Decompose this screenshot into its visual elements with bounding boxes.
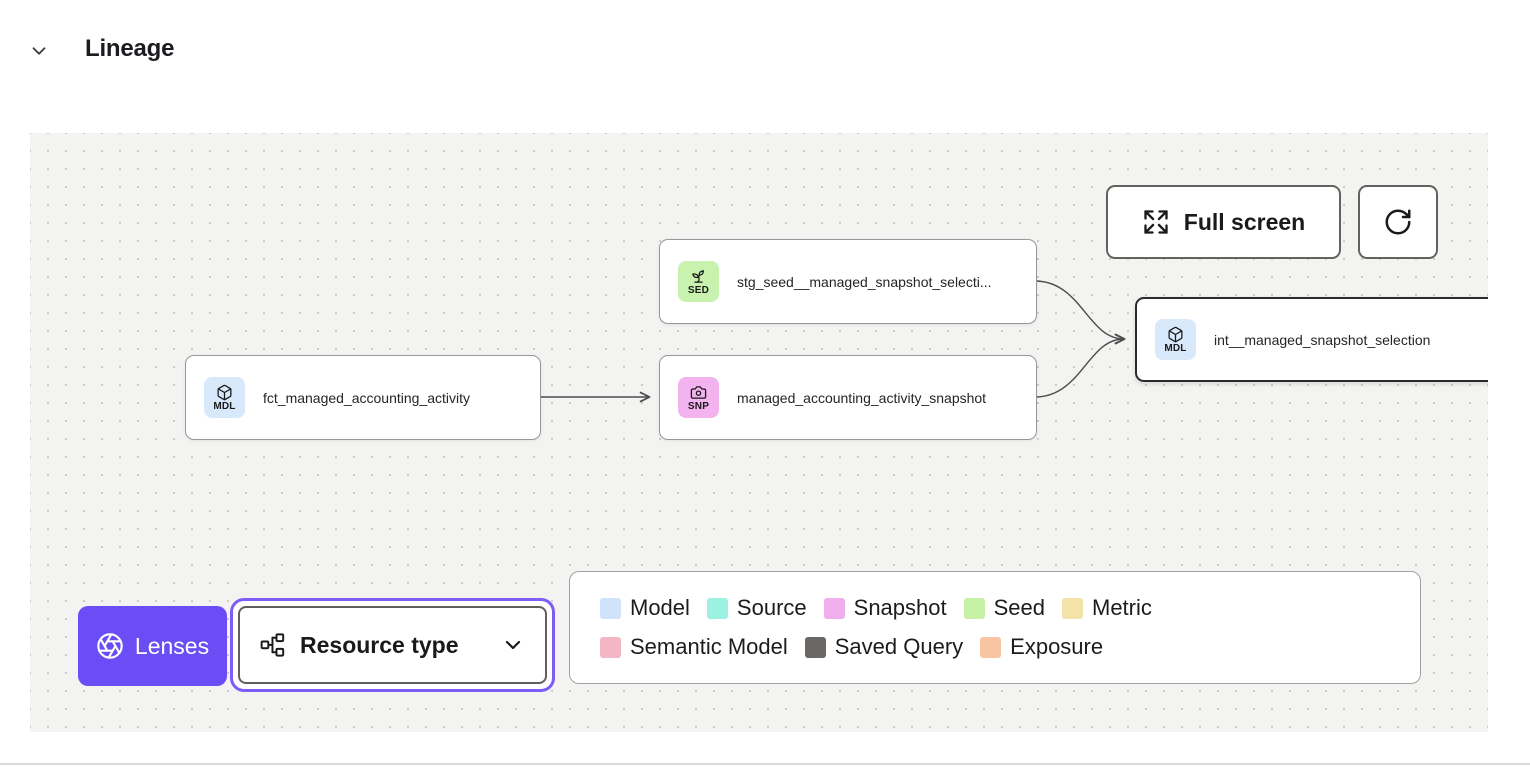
- node-managed-accounting-activity-snapshot[interactable]: SNP managed_accounting_activity_snapshot: [659, 355, 1037, 440]
- legend-label: Source: [736, 595, 807, 620]
- full-screen-label: Full screen: [1183, 208, 1306, 235]
- legend-label: Semantic Model: [630, 634, 788, 659]
- cube-icon: [1167, 326, 1184, 343]
- metric-swatch: [1062, 597, 1083, 619]
- legend-label: Saved Query: [834, 634, 964, 659]
- edge-sed-to-int: [1036, 280, 1126, 345]
- semantic-model-swatch: [600, 636, 621, 658]
- legend-item-model: Model: [600, 595, 690, 621]
- refresh-button[interactable]: [1358, 185, 1438, 259]
- lineage-canvas[interactable]: Full screen SED stg_seed: [30, 133, 1488, 732]
- legend-item-metric: Metric: [1062, 595, 1152, 621]
- edge-snp-to-int: [1036, 333, 1126, 398]
- collapse-section-button[interactable]: [26, 38, 52, 64]
- lens-select-focus-ring: Resource type: [230, 598, 555, 692]
- node-int-managed-snapshot-selection[interactable]: MDL int__managed_snapshot_selection: [1135, 297, 1488, 382]
- node-stg-seed-managed-snapshot-selection[interactable]: SED stg_seed__managed_snapshot_selecti..…: [659, 239, 1037, 324]
- node-label: stg_seed__managed_snapshot_selecti...: [737, 273, 992, 290]
- node-label: int__managed_snapshot_selection: [1214, 331, 1431, 348]
- refresh-icon: [1383, 207, 1413, 237]
- page-title: Lineage: [85, 35, 175, 62]
- legend-label: Exposure: [1010, 634, 1104, 659]
- bottom-divider: [0, 763, 1530, 765]
- snapshot-badge: SNP: [678, 377, 719, 418]
- legend-item-saved-query: Saved Query: [804, 634, 964, 660]
- chevron-down-icon: [28, 40, 50, 62]
- source-swatch: [706, 597, 728, 619]
- seed-swatch: [963, 597, 985, 619]
- badge-label: SNP: [687, 400, 710, 412]
- legend-label: Metric: [1092, 595, 1152, 620]
- legend-item-snapshot: Snapshot: [823, 595, 947, 621]
- legend-item-source: Source: [706, 595, 807, 621]
- exposure-swatch: [980, 636, 1002, 658]
- legend-label: Model: [630, 595, 690, 620]
- resource-type-legend: Model Source Snapshot Seed Metric: [569, 571, 1421, 684]
- sprout-icon: [690, 268, 707, 285]
- badge-label: SED: [687, 284, 710, 296]
- expand-icon: [1142, 208, 1170, 236]
- legend-row-1: Model Source Snapshot Seed Metric: [600, 595, 1390, 621]
- saved-query-swatch: [804, 636, 826, 658]
- cube-icon: [216, 384, 233, 401]
- full-screen-button[interactable]: Full screen: [1106, 185, 1341, 259]
- badge-label: MDL: [1164, 342, 1187, 354]
- legend-item-semantic-model: Semantic Model: [600, 634, 788, 660]
- network-icon: [260, 632, 286, 658]
- model-swatch: [600, 597, 621, 619]
- model-badge: MDL: [204, 377, 245, 418]
- legend-label: Seed: [993, 595, 1045, 620]
- lineage-header: Lineage: [0, 0, 1530, 100]
- lenses-button[interactable]: Lenses: [78, 606, 227, 686]
- lenses-label: Lenses: [134, 632, 210, 659]
- camera-icon: [690, 384, 707, 401]
- badge-label: MDL: [213, 400, 236, 412]
- resource-type-dropdown[interactable]: Resource type: [238, 606, 547, 684]
- legend-row-2: Semantic Model Saved Query Exposure: [600, 634, 1390, 660]
- legend-label: Snapshot: [853, 595, 947, 620]
- aperture-icon: [96, 632, 124, 660]
- legend-item-seed: Seed: [963, 595, 1045, 621]
- node-label: managed_accounting_activity_snapshot: [737, 389, 987, 406]
- model-badge: MDL: [1155, 319, 1196, 360]
- node-label: fct_managed_accounting_activity: [263, 389, 471, 406]
- node-fct-managed-accounting-activity[interactable]: MDL fct_managed_accounting_activity: [185, 355, 541, 440]
- chevron-down-icon: [501, 633, 525, 657]
- seed-badge: SED: [678, 261, 719, 302]
- snapshot-swatch: [823, 597, 845, 619]
- legend-item-exposure: Exposure: [980, 634, 1103, 660]
- resource-type-label: Resource type: [300, 631, 459, 658]
